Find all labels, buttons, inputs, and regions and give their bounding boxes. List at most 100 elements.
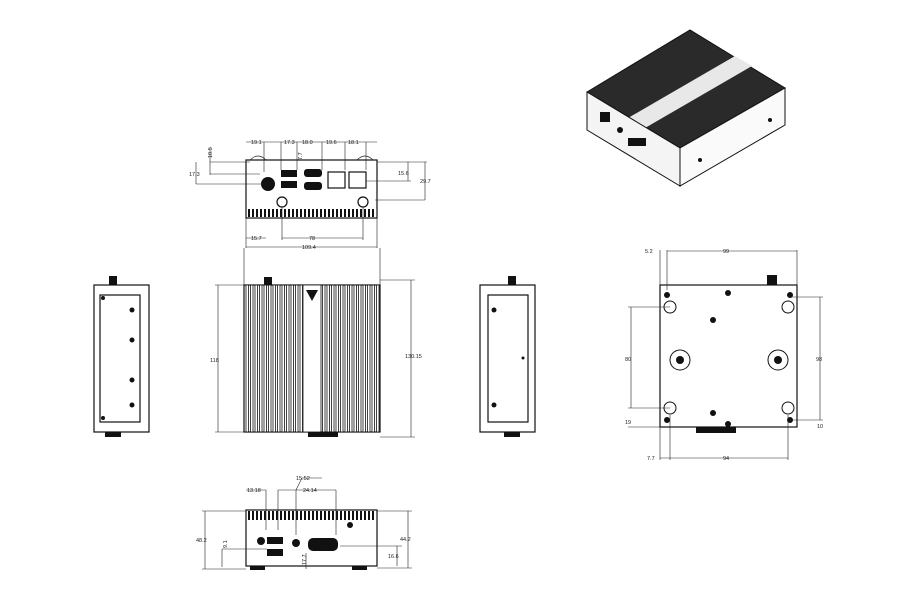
dim-label: 7.7: [647, 456, 655, 462]
heatsink-fin: [372, 209, 374, 217]
heatsink-fin: [320, 209, 322, 217]
dim-label: 16.6: [388, 554, 399, 560]
heatsink-fin: [292, 209, 294, 217]
heatsink-fin: [316, 209, 318, 217]
dim-label: 15.6: [398, 171, 409, 177]
heatsink-fin: [268, 284, 272, 433]
heatsink-fin: [276, 511, 278, 520]
heatsink-fin: [332, 209, 334, 217]
heatsink-fin: [348, 209, 350, 217]
dim-label: 19.1: [251, 140, 262, 146]
heatsink-fin: [335, 284, 339, 433]
heatsink-fin: [344, 209, 346, 217]
heatsink-fin: [292, 511, 294, 520]
heatsink-fin: [364, 209, 366, 217]
heatsink-fin: [376, 284, 380, 433]
dim-label: 13.18: [247, 488, 261, 494]
heatsink-fin: [268, 511, 270, 520]
heatsink-fin: [264, 511, 266, 520]
heatsink-fin: [256, 511, 258, 520]
heatsink-fin: [277, 284, 281, 433]
isometric-render: [586, 29, 786, 187]
heatsink-fin: [295, 284, 299, 433]
heatsink-fin: [349, 284, 353, 433]
dim-label: 18.0: [302, 140, 313, 146]
heatsink-fin: [372, 511, 374, 520]
heatsink-fin: [331, 284, 335, 433]
heatsink-fin: [252, 209, 254, 217]
dim-label: 24.14: [303, 488, 317, 494]
heatsink-fin: [304, 511, 306, 520]
heatsink-fin: [364, 511, 366, 520]
dim-label: 78: [309, 236, 315, 242]
heatsink-fin: [248, 209, 250, 217]
left-side-view: [93, 276, 150, 437]
heatsink-fin: [332, 511, 334, 520]
dim-label: 29.7: [420, 179, 431, 185]
heatsink-fin: [272, 511, 274, 520]
heatsink-fin: [272, 284, 276, 433]
right-side-view: [479, 276, 536, 437]
heatsink-fin: [367, 284, 371, 433]
heatsink-fin: [324, 209, 326, 217]
dim-label: 15.52: [296, 476, 310, 482]
heatsink-fin: [312, 209, 314, 217]
heatsink-fin: [280, 209, 282, 217]
heatsink-fin: [328, 511, 330, 520]
heatsink-fin: [316, 511, 318, 520]
heatsink-fin: [300, 511, 302, 520]
heatsink-fin: [256, 209, 258, 217]
heatsink-fin: [296, 511, 298, 520]
heatsink-fin: [308, 511, 310, 520]
heatsink-fin: [272, 209, 274, 217]
heatsink-fin: [322, 284, 326, 433]
heatsink-fin: [276, 209, 278, 217]
dim-label: 19.6: [326, 140, 337, 146]
bottom-view: 5.2 99 80 19 98 10 7.7 94: [625, 249, 823, 462]
heatsink-fin: [358, 284, 362, 433]
heatsink-fin: [248, 511, 250, 520]
dim-label: 98: [816, 357, 822, 363]
heatsink-fin: [250, 284, 254, 433]
dim-label: 7.7: [298, 152, 304, 160]
heatsink-fin: [260, 511, 262, 520]
heatsink-fin: [264, 209, 266, 217]
heatsink-fin: [368, 209, 370, 217]
heatsink-fin: [304, 209, 306, 217]
heatsink-fin: [352, 209, 354, 217]
heatsink-fin: [320, 511, 322, 520]
heatsink-fin: [336, 209, 338, 217]
dim-label: 130.15: [405, 354, 422, 360]
heatsink-fin: [260, 209, 262, 217]
heatsink-fin: [356, 209, 358, 217]
heatsink-fin: [371, 284, 375, 433]
dim-label: 99: [723, 249, 729, 255]
dim-label: 17.3: [284, 140, 295, 146]
heatsink-fin: [299, 284, 303, 433]
heatsink-fin: [353, 284, 357, 433]
heatsink-fin: [344, 284, 348, 433]
dim-label: 10: [817, 424, 823, 430]
dim-label: 9.1: [223, 540, 229, 548]
heatsink-fin: [356, 511, 358, 520]
heatsink-fin: [280, 511, 282, 520]
heatsink-fin: [308, 209, 310, 217]
dim-label: 15.7: [251, 236, 262, 242]
heatsink-fin: [336, 511, 338, 520]
heatsink-fin: [340, 209, 342, 217]
heatsink-fin: [348, 511, 350, 520]
heatsink-fin: [328, 209, 330, 217]
heatsink-fin: [324, 511, 326, 520]
heatsink-fin: [286, 284, 290, 433]
heatsink-fin: [263, 284, 267, 433]
dim-label: 10.5: [208, 147, 214, 158]
heatsink-fin: [326, 284, 330, 433]
heatsink-fin: [300, 209, 302, 217]
dim-label: 118: [210, 358, 219, 364]
dim-label: 109.4: [302, 245, 316, 251]
dim-label: 94: [723, 456, 729, 462]
heatsink-fin: [362, 284, 366, 433]
heatsink-fin: [340, 284, 344, 433]
rear-view: 13.18 15.52 24.14 48.2 9.1 17.7 44.2 16.…: [196, 476, 412, 570]
